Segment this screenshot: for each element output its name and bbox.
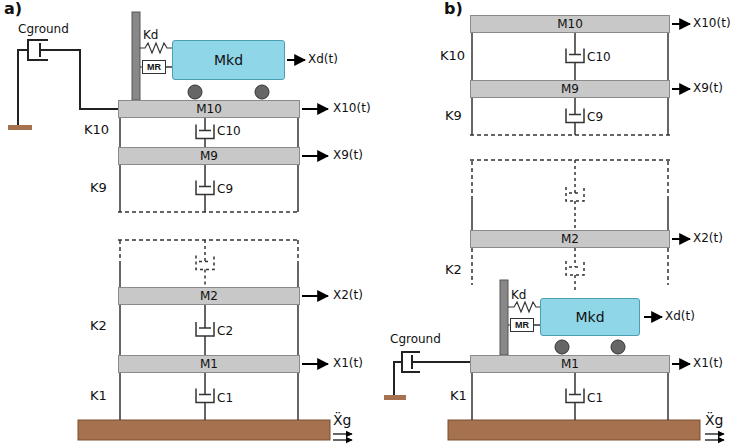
- floor-mass: M1: [470, 355, 670, 373]
- damper-symbol: [196, 165, 214, 212]
- symbol-label: X9(t): [333, 148, 363, 162]
- floor-mass: M2: [118, 287, 300, 305]
- symbol-label: K1: [450, 388, 467, 403]
- floor-mass: M9: [470, 80, 670, 98]
- column-connector: [119, 305, 121, 355]
- symbol-label: Cground: [390, 332, 441, 346]
- mass-label: MR: [147, 62, 161, 73]
- symbol-label: X2(t): [333, 288, 363, 302]
- symbol-label: X1(t): [693, 356, 723, 370]
- damper-symbol: [566, 98, 584, 135]
- panel-tag: b): [444, 0, 463, 18]
- mass-label: M10: [557, 17, 583, 31]
- mass-label: M10: [196, 102, 222, 116]
- symbol-label: C9: [587, 110, 603, 124]
- floor-mass: M9: [118, 147, 300, 165]
- symbol-label: C10: [217, 124, 241, 138]
- symbol-label: X9(t): [693, 81, 723, 95]
- symbol-label: K10: [440, 48, 465, 63]
- symbol-label: K2: [445, 262, 462, 277]
- damper-symbol: [566, 373, 584, 420]
- symbol-label: C2: [217, 324, 233, 338]
- damper-symbol: [566, 248, 584, 290]
- damper-symbol: [196, 118, 214, 147]
- tmd-mass: Mkd: [172, 40, 285, 80]
- damper-symbol: [196, 240, 214, 287]
- symbol-label: X1(t): [333, 356, 363, 370]
- symbol-label: C10: [587, 50, 611, 64]
- symbol-label: X10(t): [693, 16, 731, 30]
- symbol-label: Xd(t): [665, 309, 695, 323]
- column-connector: [119, 118, 121, 147]
- symbol-label: C1: [587, 391, 603, 405]
- damper-symbol: [196, 373, 214, 420]
- mass-label: MR: [515, 320, 529, 331]
- column-connector: [471, 33, 473, 80]
- mass-label: M2: [561, 232, 579, 246]
- symbol-label: X10(t): [333, 101, 371, 115]
- mass-label: M9: [561, 82, 579, 96]
- mass-label: M1: [561, 357, 579, 371]
- damper-symbol: [566, 160, 584, 230]
- symbol-label: C9: [217, 182, 233, 196]
- symbol-label: Cground: [18, 22, 69, 36]
- mass-label: Mkd: [575, 309, 604, 325]
- damper-symbol: [566, 33, 584, 80]
- symbol-label: Kd: [143, 28, 159, 42]
- symbol-label: K9: [445, 108, 462, 123]
- mass-label: Mkd: [214, 52, 243, 68]
- symbol-label: K2: [90, 318, 107, 333]
- symbol-label: Ẍg: [705, 412, 723, 428]
- symbol-label: K10: [84, 122, 109, 137]
- mass-label: M9: [200, 149, 218, 163]
- symbol-label: K1: [90, 388, 107, 403]
- floor-mass: M1: [118, 355, 300, 373]
- floor-mass: M10: [118, 100, 300, 118]
- panel-tag: a): [4, 0, 22, 18]
- symbol-label: K9: [90, 180, 107, 195]
- tmd-mass: Mkd: [540, 298, 640, 336]
- mr-damper: MR: [142, 60, 166, 74]
- symbol-label: Ẍg: [333, 412, 351, 428]
- floor-mass: M2: [470, 230, 670, 248]
- symbol-label: C1: [217, 391, 233, 405]
- symbol-label: X2(t): [693, 231, 723, 245]
- mass-label: M2: [200, 289, 218, 303]
- damper-symbol: [196, 305, 214, 355]
- symbol-label: Xd(t): [308, 52, 338, 66]
- floor-mass: M10: [470, 15, 670, 33]
- mr-damper: MR: [510, 318, 534, 332]
- mass-label: M1: [200, 357, 218, 371]
- symbol-label: Kd: [511, 288, 527, 302]
